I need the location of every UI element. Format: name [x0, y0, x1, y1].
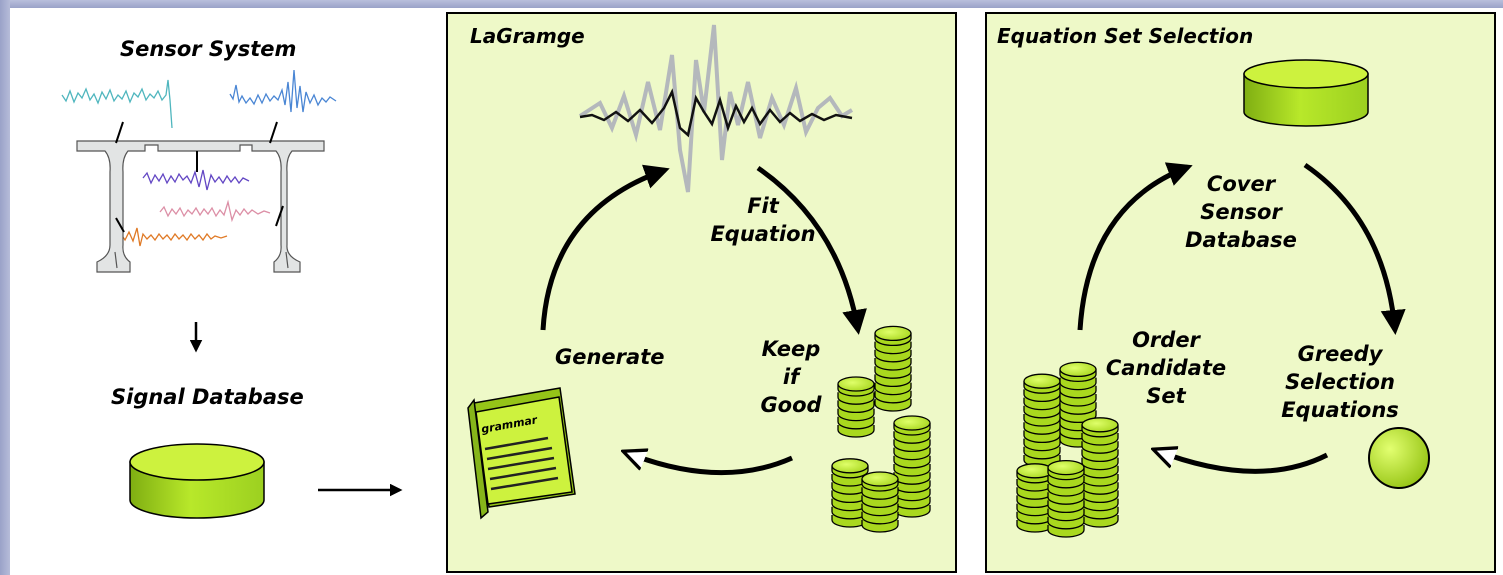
fit-line-2: Equation [710, 222, 816, 246]
greedy-line-3: Equations [1281, 398, 1399, 422]
coin-stack-icon [1016, 361, 1119, 538]
cover-line-2: Sensor [1200, 200, 1282, 224]
order-candidate-set-label: Order Candidate Set [1106, 326, 1226, 410]
cover-sensor-database-label: Cover Sensor Database [1185, 170, 1297, 254]
arrow-icon [1155, 450, 1329, 474]
coin-top [1059, 361, 1097, 378]
coin-stack [874, 325, 912, 412]
keep-line-3: Good [760, 393, 822, 417]
signal-trace-pink [159, 199, 271, 223]
coin-stack [1047, 459, 1085, 538]
selection-cycle-arrows [1077, 162, 1406, 474]
circle-token-icon [1368, 427, 1430, 489]
coin-top [1047, 459, 1085, 476]
coin-stack [837, 376, 875, 438]
lagramge-title: LaGramge [470, 24, 585, 48]
coin-stack [861, 471, 899, 533]
coin-stack [893, 415, 931, 518]
keep-line-2: if [782, 365, 800, 389]
coin-stack [1081, 417, 1119, 528]
keep-line-1: Keep [761, 337, 821, 361]
greedy-line-1: Greedy [1297, 342, 1383, 366]
left-border-band [0, 0, 10, 575]
greedy-selection-label: Greedy Selection Equations [1281, 340, 1399, 424]
greedy-line-2: Selection [1285, 370, 1395, 394]
coin-top [874, 325, 912, 342]
order-line-3: Set [1146, 384, 1186, 408]
arrow-icon [756, 165, 867, 335]
signal-database-title: Signal Database [111, 385, 304, 409]
top-border-band [0, 0, 1503, 8]
signal-trace-orange [116, 227, 228, 247]
signal-trace-purple [142, 169, 250, 191]
generate-label: Generate [555, 345, 665, 369]
coin-top [861, 471, 899, 487]
waveform-icon [578, 24, 854, 193]
order-line-2: Candidate [1105, 356, 1227, 380]
coin-top [893, 415, 931, 431]
lagramge-cycle-arrows [540, 164, 867, 476]
fit-line-1: Fit [747, 194, 779, 218]
fit-equation-label: Fit Equation [710, 192, 815, 248]
bridge-icon [76, 140, 325, 273]
coin-top [1023, 373, 1061, 389]
arrow-icon [1077, 162, 1193, 331]
cover-line-1: Cover [1206, 172, 1276, 196]
database-cylinder-icon [1243, 59, 1369, 127]
arrow-icon [625, 452, 794, 476]
coin-top [831, 458, 869, 474]
coin-top [1081, 417, 1119, 433]
sensor-system-title: Sensor System [120, 37, 297, 61]
coin-stack [1023, 373, 1061, 468]
coin-stack [831, 458, 869, 528]
cover-line-3: Database [1185, 228, 1297, 252]
sensor-signals [61, 69, 337, 247]
grammar-book-icon [467, 387, 576, 520]
equation-set-selection-title: Equation Set Selection [997, 24, 1254, 48]
arrow-icon [540, 164, 670, 331]
coin-top [837, 376, 875, 392]
arrow-icon [1303, 162, 1406, 335]
coin-stack-icon [831, 325, 931, 533]
signal-trace-blue [229, 69, 337, 113]
order-line-1: Order [1132, 328, 1200, 352]
signal-trace-cyan [61, 79, 173, 129]
keep-if-good-label: Keep if Good [760, 335, 821, 419]
sensor-connectors [115, 121, 284, 233]
database-cylinder-icon [129, 443, 265, 519]
